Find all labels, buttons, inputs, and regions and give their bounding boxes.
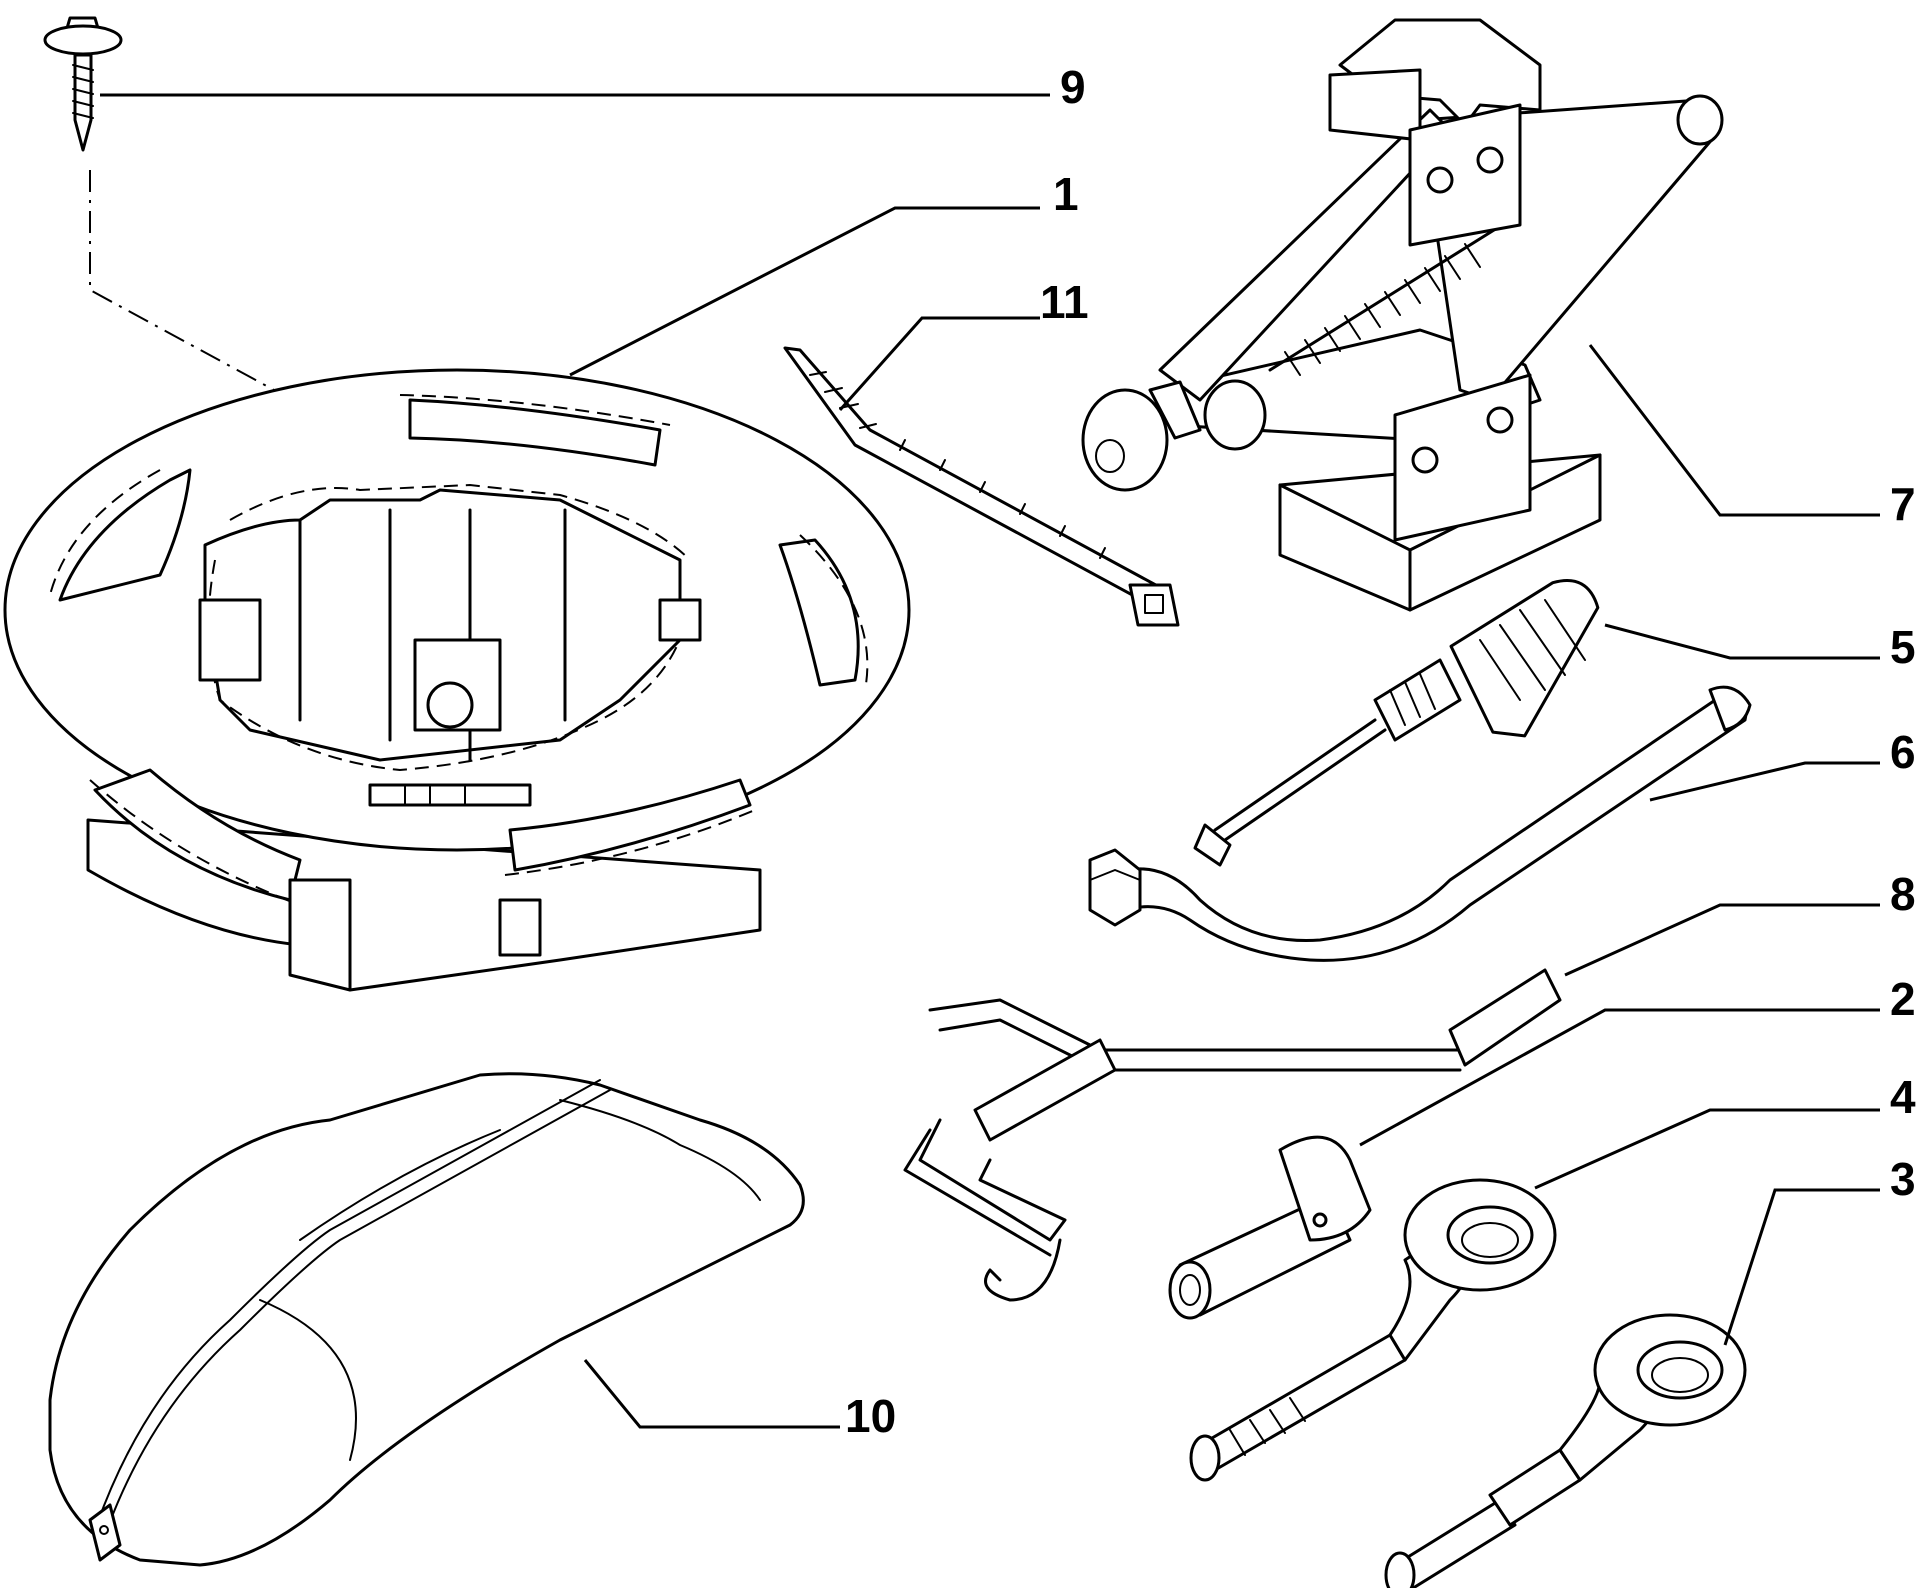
callout-10: 10: [845, 1390, 896, 1442]
callout-6: 6: [1890, 726, 1916, 778]
tow-eye-long-part: [1189, 1178, 1557, 1482]
cable-tie-part: [783, 346, 1180, 627]
callout-3: 3: [1890, 1153, 1916, 1205]
wheel-brace-part: [1088, 685, 1752, 962]
tow-eye-short-part: [1384, 1313, 1747, 1588]
jack-part: [1081, 18, 1724, 612]
tray-part: [3, 368, 911, 992]
screwdriver-part: [1193, 578, 1600, 867]
callout-8: 8: [1890, 868, 1916, 920]
callout-9: 9: [1060, 61, 1086, 113]
callout-2: 2: [1890, 973, 1916, 1025]
callout-5: 5: [1890, 621, 1916, 673]
tool-bag-part: [48, 1072, 805, 1567]
leader-lines: [100, 93, 1880, 1429]
crank-handle-part: [903, 968, 1562, 1302]
callout-labels: 9 1 11 7 5 6 8 2 4 3 10: [845, 61, 1916, 1442]
socket-adapter-part: [1168, 1135, 1372, 1320]
callout-11: 11: [1040, 276, 1089, 328]
callout-1: 1: [1053, 168, 1079, 220]
callout-4: 4: [1890, 1071, 1916, 1123]
callout-7: 7: [1890, 478, 1916, 530]
